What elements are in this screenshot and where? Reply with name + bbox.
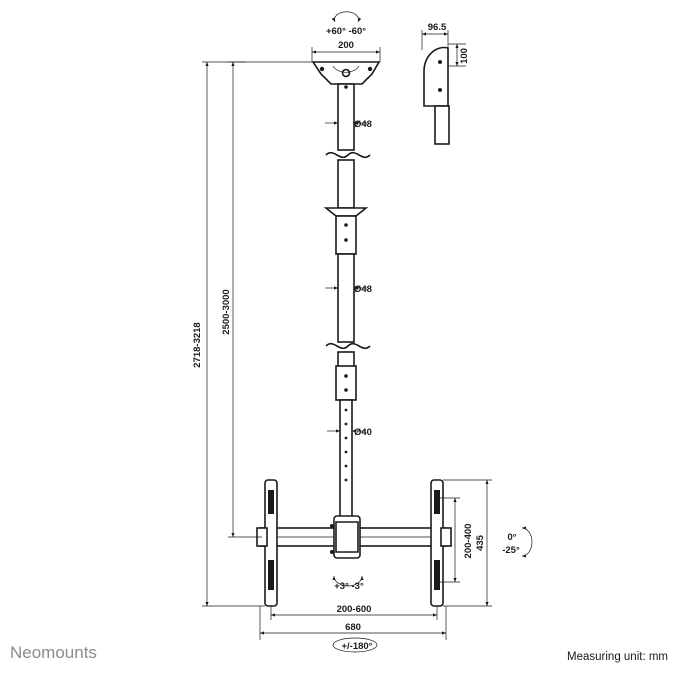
swivel-label: +/-180°	[341, 641, 372, 652]
upper-diameter-label: Ø48	[354, 119, 372, 130]
middle-diameter-label: Ø48	[354, 284, 372, 295]
level-label: +3° -3°	[334, 581, 364, 592]
lower-diameter-label: Ø40	[354, 427, 372, 438]
vesa-vertical-label: 200-400	[463, 524, 474, 559]
ceiling-plate	[311, 61, 381, 85]
cover-cup	[323, 207, 369, 217]
pole-height-dimension: 2500-3000	[221, 61, 262, 538]
bracket-height-label: 435	[475, 534, 486, 551]
swivel-indicator: +/-180°	[332, 637, 378, 653]
pole-height-label: 2500-3000	[221, 289, 232, 334]
crossbar-assembly	[259, 515, 447, 559]
total-height-dimension: 2718-3218	[192, 61, 312, 607]
top-rotation-indicator: +60° -60°	[326, 11, 366, 37]
total-height-label: 2718-3218	[192, 322, 203, 367]
lower-pole	[335, 365, 357, 519]
total-width-dimension: 680	[259, 606, 447, 640]
tilt-up-label: 0°	[507, 532, 516, 543]
total-width-label: 680	[345, 622, 361, 633]
plate-width-label: 200	[338, 40, 354, 51]
measuring-unit-note: Measuring unit: mm	[567, 651, 668, 663]
top-rotation-label: +60° -60°	[326, 26, 366, 37]
middle-diameter-dimension: Ø48	[325, 284, 372, 295]
plate-width-dimension: 200	[311, 40, 381, 62]
left-vesa-bracket	[256, 479, 278, 607]
side-view: 96.5 100	[421, 22, 470, 145]
upper-diameter-dimension: Ø48	[325, 119, 372, 130]
bracket-height-dimension: 435	[443, 479, 492, 607]
level-indicator: +3° -3°	[332, 575, 364, 592]
brand-logo: Neomounts	[10, 643, 97, 662]
vesa-vertical-dimension: 200-400	[440, 497, 474, 583]
side-depth-label: 96.5	[428, 22, 447, 33]
vesa-horizontal-dimension: 200-600	[270, 604, 438, 620]
tilt-down-label: -25°	[502, 545, 520, 556]
tilt-indicator: 0° -25°	[502, 526, 533, 558]
side-height-label: 100	[459, 48, 470, 64]
upper-pole	[325, 83, 371, 209]
vesa-horizontal-label: 200-600	[337, 604, 372, 615]
lower-diameter-dimension: Ø40	[327, 427, 372, 438]
middle-pole	[325, 215, 371, 369]
right-vesa-bracket	[430, 479, 452, 607]
